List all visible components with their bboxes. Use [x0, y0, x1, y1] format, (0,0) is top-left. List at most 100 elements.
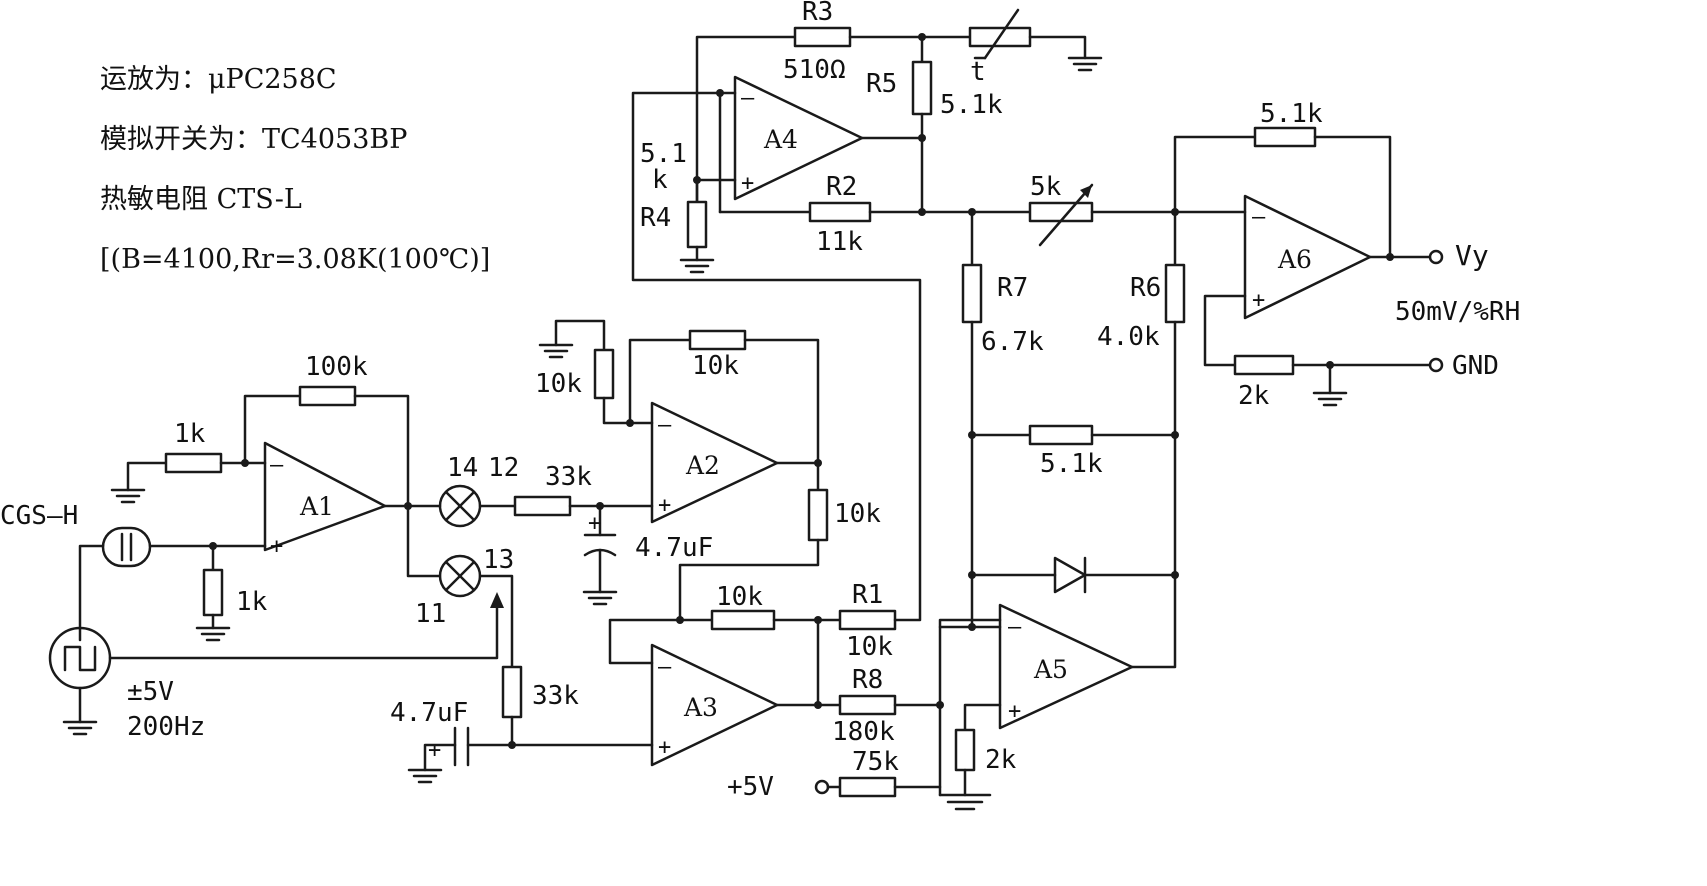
switch-pin-12: 12 — [488, 453, 519, 483]
resistor-r4-value-b: k — [652, 165, 668, 195]
a3-stage: A3 – + 10k + 4.7uF — [390, 582, 842, 784]
opamp-a1-plus: + — [270, 534, 283, 559]
opamp-a2-plus: + — [658, 493, 671, 518]
ground-icon — [938, 793, 992, 811]
ground-icon — [538, 343, 574, 359]
resistor-bias-75k — [838, 776, 897, 798]
capacitor-a3-filter: + — [428, 726, 470, 767]
diode-icon — [1053, 556, 1087, 594]
ground-icon — [582, 590, 618, 606]
output-vy-terminal — [1428, 249, 1444, 265]
a2-stage: A2 – + 10k 10k 10k + 4.7uF — [535, 319, 881, 622]
opamp-a4-label: A4 — [763, 125, 798, 154]
switch-pin-14: 14 — [447, 453, 478, 483]
opamp-a6-minus: – — [1252, 205, 1266, 230]
resistor-a2-ground — [593, 348, 615, 400]
ground-icon — [1312, 391, 1348, 407]
resistor-r6-value: 4.0k — [1097, 322, 1160, 352]
opamp-a2-label: A2 — [685, 451, 720, 480]
resistor-r3-name: R3 — [802, 0, 833, 27]
supply-terminal — [814, 779, 830, 795]
resistor-r8 — [838, 694, 897, 716]
switch-pin-11: 11 — [415, 599, 446, 629]
a5-stage: A5 – + 2k 5.1k R7 6.7k — [938, 210, 1186, 811]
ground-icon — [1067, 56, 1103, 72]
opamp-a1 — [263, 441, 387, 552]
resistor-r2-value: 11k — [816, 227, 863, 257]
resistor-a6-feedback-value: 5.1k — [1260, 99, 1323, 129]
svg-text:+: + — [428, 738, 441, 763]
opamp-a2-minus: – — [658, 413, 672, 438]
humidity-sensor-cgs-h — [101, 526, 152, 568]
opamp-a4-plus: + — [741, 171, 754, 196]
resistor-r3-value: 510Ω — [783, 55, 846, 85]
opamp-a6 — [1243, 194, 1372, 320]
resistor-a6-feedback — [1253, 126, 1317, 148]
resistor-r6-name: R6 — [1130, 273, 1161, 303]
resistor-r8-value: 180k — [832, 717, 895, 747]
resistor-33k-a3-input-value: 33k — [532, 681, 579, 711]
resistor-a1-feedback-value: 100k — [305, 352, 368, 382]
capacitor-a3-filter-value: 4.7uF — [390, 698, 468, 728]
a1-stage: A1 – + 1k 100k 1k CGS– — [0, 352, 504, 742]
capacitor-a2-filter: + — [583, 511, 617, 557]
resistor-a5-feedback — [1028, 424, 1094, 446]
a5-input-network: R1 10k R8 180k +5V 75k — [631, 91, 1002, 802]
resistor-33k-a3-input — [501, 665, 523, 719]
ground-icon — [679, 258, 715, 274]
note-opamp: 运放为：μPC258C — [100, 64, 337, 95]
source-amplitude: ±5V — [127, 677, 174, 707]
resistor-a1-plus-value: 1k — [236, 587, 268, 617]
resistor-r4 — [686, 200, 708, 249]
opamp-a3-minus: – — [658, 655, 672, 680]
resistor-a6-ground-value: 2k — [1238, 381, 1270, 411]
ground-icon — [110, 488, 146, 504]
note-switch: 模拟开关为：TC4053BP — [100, 124, 407, 155]
opamp-a6-plus: + — [1252, 288, 1265, 313]
resistor-r7-name: R7 — [997, 273, 1028, 303]
supply-label: +5V — [727, 772, 774, 802]
opamp-a4-minus: – — [741, 86, 755, 111]
resistor-a2-output-value: 10k — [834, 499, 881, 529]
opamp-a1-label: A1 — [299, 492, 334, 521]
resistor-r1 — [838, 609, 897, 631]
resistor-a2-output — [807, 488, 829, 542]
humidity-sensor-label: CGS–H — [0, 501, 78, 531]
resistor-a5-ground — [954, 728, 976, 772]
output-sensitivity: 50mV/%RH — [1395, 297, 1520, 327]
opamp-a6-label: A6 — [1277, 245, 1312, 274]
resistor-r5-value: 5.1k — [940, 90, 1003, 120]
opamp-a4 — [733, 75, 864, 201]
resistor-r4-value-a: 5.1 — [640, 139, 687, 169]
a4-stage: A4 – + R3 510Ω t R5 5.1k — [640, 0, 1103, 274]
resistor-a1-input-value: 1k — [174, 419, 206, 449]
switch-pin-13: 13 — [483, 545, 514, 575]
opamp-a5-plus: + — [1008, 699, 1021, 724]
resistor-33k-a2-input — [513, 495, 572, 517]
resistor-a5-feedback-value: 5.1k — [1040, 449, 1103, 479]
potentiometer-5k-value: 5k — [1030, 172, 1062, 202]
output-gnd-label: GND — [1452, 351, 1499, 381]
resistor-33k-a2-input-value: 33k — [545, 462, 592, 492]
resistor-a1-plus — [202, 568, 224, 617]
resistor-a3-feedback — [710, 609, 776, 631]
opamp-a3-label: A3 — [683, 693, 718, 722]
resistor-r5 — [911, 60, 933, 116]
ground-icon — [407, 768, 443, 784]
resistor-r7 — [961, 263, 983, 324]
analog-switch-11-13 — [438, 554, 482, 598]
resistor-r1-value: 10k — [846, 632, 893, 662]
resistor-a1-input — [164, 452, 223, 474]
resistor-a2-feedback — [688, 329, 747, 351]
a6-stage: 5k A6 – + 5.1k Vy 50mV/%RH 2k GND — [1028, 99, 1520, 411]
resistor-r3 — [793, 26, 852, 48]
resistor-a3-feedback-value: 10k — [716, 582, 763, 612]
opamp-a2 — [650, 401, 779, 524]
opamp-a3 — [650, 643, 779, 767]
analog-switch-12-14 — [438, 484, 482, 528]
resistor-r4-name: R4 — [640, 203, 671, 233]
resistor-a2-feedback-value: 10k — [692, 351, 739, 381]
note-parameters: [(B=4100,Rr=3.08K(100℃)] — [100, 244, 490, 275]
svg-text:+: + — [588, 511, 601, 536]
